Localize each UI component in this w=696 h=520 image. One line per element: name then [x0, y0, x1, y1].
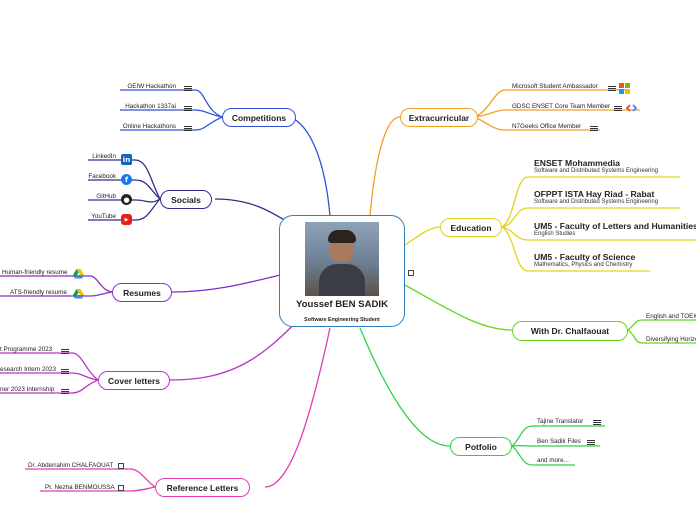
- branch-extracurricular[interactable]: Extracurricular: [400, 108, 478, 127]
- microsoft-logo-icon: [619, 83, 630, 94]
- leaf-human-friendly-resume[interactable]: Human-friendly resume: [2, 269, 68, 276]
- profile-photo: [305, 222, 379, 296]
- branch-cover-letters[interactable]: Cover letters: [98, 371, 170, 390]
- leaf-gdsc-enset-core-team-member[interactable]: GDSC ENSET Core Team Member: [512, 103, 611, 110]
- central-topic-name: Youssef BEN SADIK: [295, 299, 389, 310]
- education-subtitle: Software and Distributed Systems Enginee…: [534, 168, 659, 174]
- leaf-ats-friendly-resume[interactable]: ATS-friendly resume: [10, 289, 67, 296]
- education-subtitle: Software and Distributed Systems Enginee…: [534, 199, 659, 205]
- leaf-github[interactable]: GitHub: [96, 193, 116, 200]
- external-link-icon[interactable]: [118, 485, 124, 491]
- linkedin-icon[interactable]: in: [121, 154, 132, 165]
- notes-icon[interactable]: [590, 125, 598, 132]
- notes-icon[interactable]: [184, 85, 192, 92]
- leaf-tajine-translator[interactable]: Tajine Translator: [537, 418, 584, 425]
- leaf-youtube[interactable]: YouTube: [91, 213, 116, 220]
- leaf-pr-nezha-benmoussa[interactable]: Pr. Nezha BENMOUSSA: [45, 484, 115, 491]
- leaf-ben-sadik-files[interactable]: Ben Sadik Files: [537, 438, 581, 445]
- central-topic[interactable]: Youssef BEN SADIK Software Engineering S…: [279, 215, 405, 327]
- leaf-cover-letter-2023-internship[interactable]: ner 2023 Internship: [0, 386, 55, 393]
- leaf-english-and-toeic[interactable]: English and TOEIC: [646, 313, 696, 320]
- leaf-cover-letter-research-intern-2023[interactable]: esearch Intern 2023: [0, 366, 57, 373]
- branch-portfolio[interactable]: Potfolio: [450, 437, 512, 456]
- leaf-linkedin[interactable]: LinkedIn: [92, 153, 116, 160]
- branch-competitions[interactable]: Competitions: [222, 108, 296, 127]
- leaf-diversifying-horizons[interactable]: Diversifying Horizo: [646, 336, 696, 343]
- external-link-icon[interactable]: [118, 463, 124, 469]
- youtube-icon[interactable]: ▶: [121, 214, 132, 225]
- leaf-enset-mohammedia[interactable]: ENSET Mohammedia Software and Distribute…: [534, 159, 658, 175]
- leaf-hackathon-1337ai[interactable]: Hackathon 1337ai: [125, 103, 176, 110]
- leaf-n7geeks-office-member[interactable]: N7Geeks Office Member: [512, 123, 582, 130]
- leaf-online-hackathons[interactable]: Online Hackathons: [122, 123, 176, 130]
- leaf-and-more[interactable]: and more...: [537, 457, 569, 464]
- branch-socials[interactable]: Socials: [160, 190, 212, 209]
- central-topic-role: Software Engineering Student: [304, 317, 380, 323]
- education-title: UM5 - Faculty of Letters and Humanities: [534, 221, 696, 231]
- external-link-icon[interactable]: [408, 270, 414, 276]
- leaf-um5-faculty-science[interactable]: UM5 - Faculty of Science Mathematics, Ph…: [534, 253, 635, 269]
- google-drive-icon[interactable]: [73, 289, 84, 299]
- notes-icon[interactable]: [614, 105, 622, 112]
- education-title: UM5 - Faculty of Science: [534, 252, 636, 262]
- leaf-dr-abderrahim-chalfaouat[interactable]: Dr. Abderrahim CHALFAOUAT: [28, 462, 114, 469]
- leaf-microsoft-student-ambassador[interactable]: Microsoft Student Ambassador: [512, 83, 598, 90]
- leaf-cover-letter-programme-2023[interactable]: t Programme 2023: [0, 346, 53, 353]
- leaf-geiw-hackathon[interactable]: GEIW Hackathon: [127, 83, 176, 90]
- notes-icon[interactable]: [593, 419, 601, 426]
- google-drive-icon[interactable]: [73, 269, 84, 279]
- branch-resumes[interactable]: Resumes: [112, 283, 172, 302]
- facebook-icon[interactable]: f: [121, 174, 132, 185]
- notes-icon[interactable]: [184, 125, 192, 132]
- branch-reference-letters[interactable]: Reference Letters: [155, 478, 250, 497]
- branch-education[interactable]: Education: [440, 218, 502, 237]
- branch-with-dr-chalfaouat[interactable]: With Dr. Chalfaouat: [512, 321, 628, 341]
- notes-icon[interactable]: [587, 439, 595, 446]
- notes-icon[interactable]: [61, 348, 69, 355]
- education-subtitle: English Studies: [534, 231, 576, 237]
- leaf-facebook[interactable]: Facebook: [88, 173, 116, 180]
- leaf-um5-faculty-letters-humanities[interactable]: UM5 - Faculty of Letters and Humanities …: [534, 222, 696, 238]
- notes-icon[interactable]: [184, 105, 192, 112]
- education-title: ENSET Mohammedia: [534, 158, 620, 168]
- notes-icon[interactable]: [61, 368, 69, 375]
- leaf-ofppt-ista-hay-riad[interactable]: OFPPT ISTA Hay Riad - Rabat Software and…: [534, 190, 658, 206]
- education-title: OFPPT ISTA Hay Riad - Rabat: [534, 189, 655, 199]
- notes-icon[interactable]: [608, 85, 616, 92]
- education-subtitle: Mathematics, Physics and Chemistry: [534, 262, 633, 268]
- github-icon[interactable]: ●: [121, 194, 132, 205]
- gdsc-logo-icon: [626, 104, 637, 112]
- notes-icon[interactable]: [61, 388, 69, 395]
